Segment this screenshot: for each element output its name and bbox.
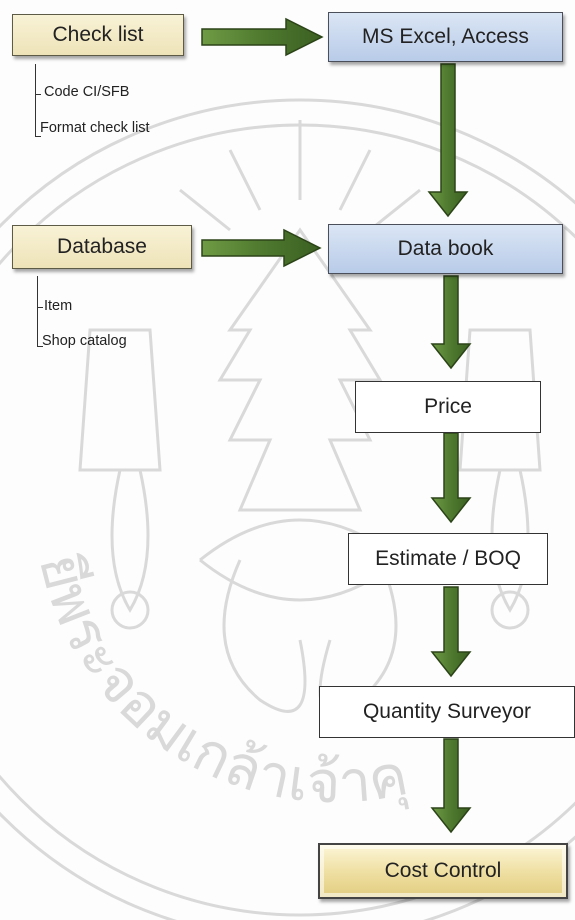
seal-left-stem — [110, 469, 150, 613]
check-list-bracket — [35, 64, 36, 136]
ms-excel-access-box: MS Excel, Access — [328, 12, 563, 62]
estimate-boq-box: Estimate / BOQ — [348, 533, 548, 585]
arrow-qs-to-costcontrol — [430, 738, 472, 834]
seal-outer-ring — [0, 98, 575, 920]
seal-right-stem — [490, 469, 530, 613]
check-list-tick-1 — [35, 94, 41, 95]
seal-left-orb — [110, 590, 150, 630]
seal-crown-shape — [217, 227, 383, 512]
seal-left-tier — [78, 328, 162, 472]
quantity-surveyor-label: Quantity Surveyor — [362, 700, 532, 723]
check-list-item-code: Code CI/SFB — [44, 84, 130, 100]
cost-control-box: Cost Control — [318, 843, 568, 899]
arrow-estimate-to-qs — [430, 586, 472, 678]
data-book-box: Data book — [328, 224, 563, 274]
database-box: Database — [12, 225, 192, 269]
check-list-box: Check list — [12, 14, 184, 56]
database-item-item: Item — [44, 298, 73, 314]
check-list-label: Check list — [52, 23, 144, 46]
price-box: Price — [355, 381, 541, 433]
price-label: Price — [424, 395, 472, 418]
estimate-boq-label: Estimate / BOQ — [375, 547, 521, 570]
arrow-price-to-estimate — [430, 432, 472, 524]
check-list-item-format: Format check list — [40, 120, 150, 136]
quantity-surveyor-box: Quantity Surveyor — [319, 686, 575, 738]
database-bracket — [37, 276, 38, 346]
seal-naga-left — [222, 559, 307, 713]
database-item-shop-catalog: Shop catalog — [42, 333, 127, 349]
cost-control-label: Cost Control — [384, 859, 502, 882]
database-tick-2 — [37, 346, 43, 347]
arrow-database-to-databook — [201, 228, 322, 268]
database-label: Database — [57, 235, 147, 258]
arrow-excel-to-databook — [427, 63, 469, 218]
database-tick-1 — [37, 307, 43, 308]
seal-right-orb — [490, 590, 530, 630]
check-list-tick-2 — [35, 136, 41, 137]
data-book-label: Data book — [397, 237, 494, 260]
arrow-checklist-to-excel — [201, 17, 324, 57]
seal-rays — [179, 120, 421, 232]
arrow-databook-to-price — [430, 275, 472, 370]
ms-excel-access-label: MS Excel, Access — [362, 25, 529, 48]
